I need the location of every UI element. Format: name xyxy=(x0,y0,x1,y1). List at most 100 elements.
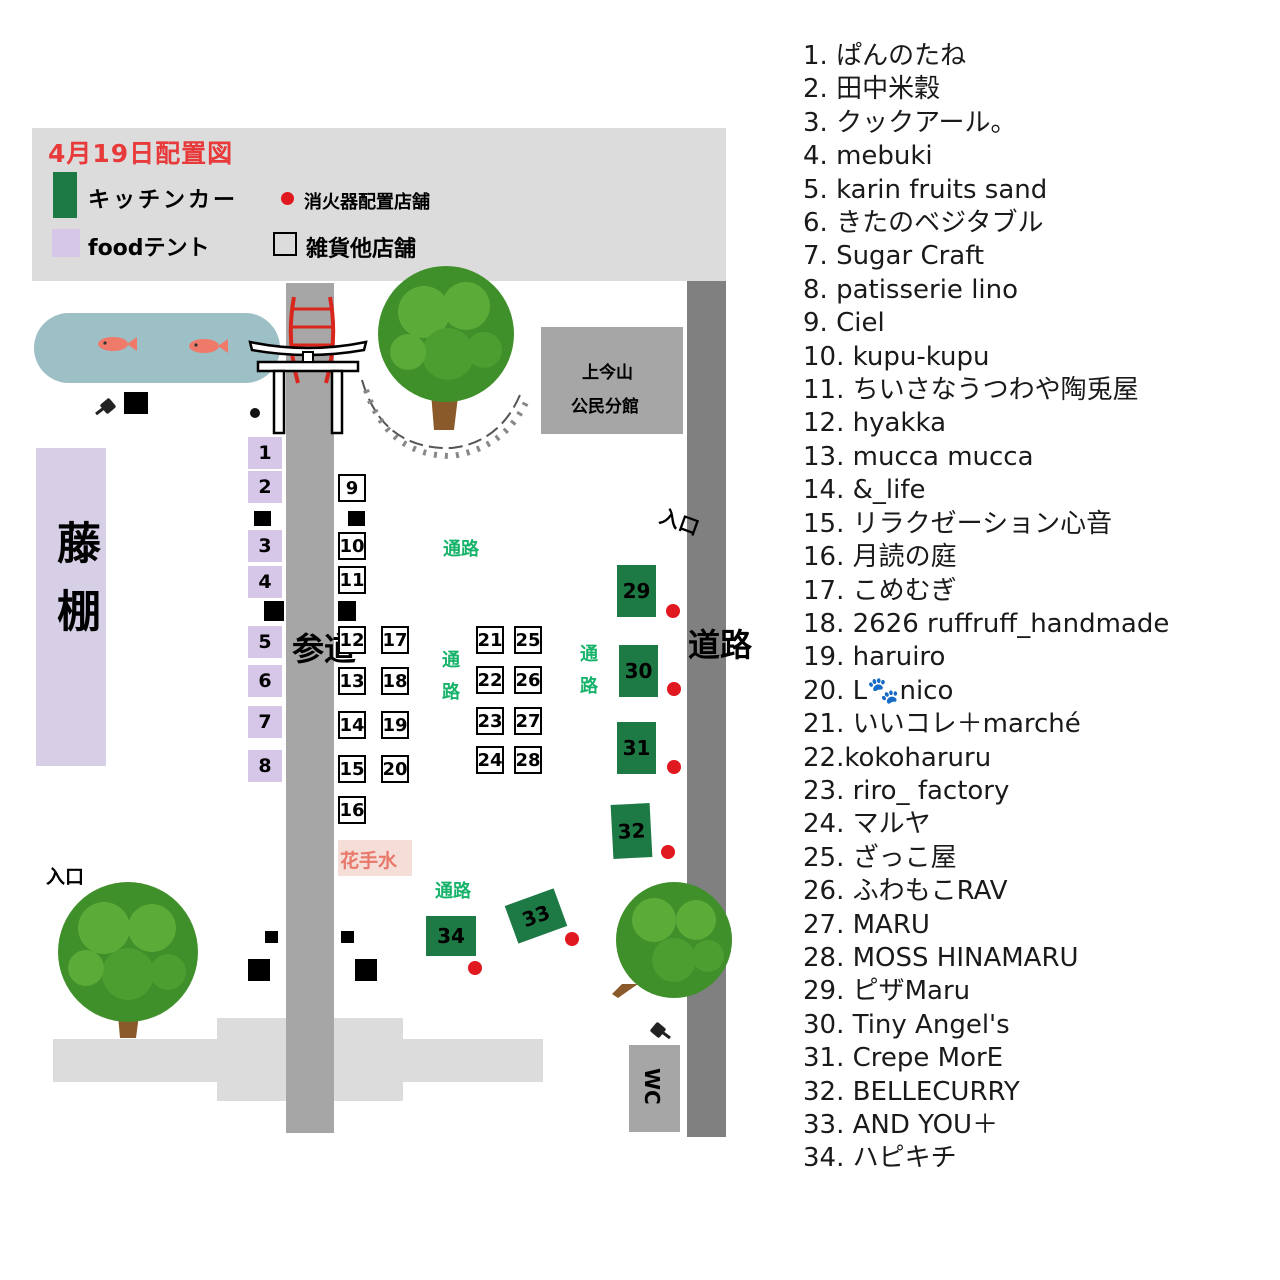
legend-kitchen-car-label: キッチンカー xyxy=(88,188,239,213)
food-tent[interactable]: 4 xyxy=(248,566,282,598)
extinguisher-marker xyxy=(565,932,579,946)
food-tent[interactable]: 1 xyxy=(248,437,282,469)
kitchen-car[interactable]: 32 xyxy=(610,803,653,859)
shop-list-item: 21. いいコレ＋marché xyxy=(803,709,1081,740)
kitchen-car[interactable]: 29 xyxy=(617,565,656,617)
tree-icon xyxy=(612,882,732,998)
food-tent[interactable]: 6 xyxy=(248,665,282,697)
shop-list-item: 23. riro_ factory xyxy=(803,775,1010,806)
shop-list-item: 18. 2626 ruffruff_handmade xyxy=(803,608,1170,639)
temizu-area xyxy=(338,840,412,876)
goods-booth[interactable]: 22 xyxy=(476,666,504,694)
goods-booth[interactable]: 11 xyxy=(338,566,366,594)
goods-booth[interactable]: 27 xyxy=(514,707,542,735)
shop-list: 1. ぱんのたね 2. 田中米穀 3. クックアール。 4. mebuki 5.… xyxy=(803,40,1169,1176)
fence xyxy=(361,379,531,460)
sando-road-lower xyxy=(286,1018,334,1132)
shop-list-item: 11. ちいさなうつわや陶兎屋 xyxy=(803,375,1139,406)
food-tent[interactable]: 8 xyxy=(248,750,282,782)
wc-label: WC xyxy=(640,1068,664,1105)
tree-icon xyxy=(58,882,198,1038)
douro-label: 道路 xyxy=(688,626,753,664)
shop-list-item: 3. クックアール。 xyxy=(803,107,1017,138)
extinguisher-marker xyxy=(661,845,675,859)
shop-list-item: 34. ハピキチ xyxy=(803,1143,957,1174)
entrance-label-left: 入口 xyxy=(46,866,85,888)
map-header xyxy=(32,128,726,281)
food-tent[interactable]: 7 xyxy=(248,706,282,738)
community-hall-name-1: 上今山 xyxy=(582,363,633,383)
shop-list-item: 12. hyakka xyxy=(803,408,946,439)
goods-booth[interactable]: 17 xyxy=(381,626,409,654)
goods-booth[interactable]: 10 xyxy=(338,532,366,560)
shop-list-item: 26. ふわもこRAV xyxy=(803,876,1008,907)
goods-booth[interactable]: 24 xyxy=(476,746,504,774)
kitchen-car[interactable]: 31 xyxy=(617,722,656,774)
goods-booth[interactable]: 18 xyxy=(381,667,409,695)
small-black-square xyxy=(124,392,148,414)
temizu-label: 花手水 xyxy=(340,850,398,872)
goods-booth[interactable]: 20 xyxy=(381,755,409,783)
fish-icon xyxy=(189,339,228,353)
shop-list-item: 6. きたのベジタブル xyxy=(803,208,1044,239)
shop-list-item: 25. ざっこ屋 xyxy=(803,842,957,873)
kitchen-car[interactable]: 30 xyxy=(619,645,658,697)
plug-icon xyxy=(95,398,116,416)
shop-list-item: 8. patisserie lino xyxy=(803,274,1019,305)
map-title: 4月19日配置図 xyxy=(48,139,234,168)
fish-icon xyxy=(98,337,137,351)
shop-list-item: 20. L🐾nico xyxy=(803,675,954,706)
extinguisher-marker xyxy=(667,682,681,696)
shop-list-item: 27. MARU xyxy=(803,909,930,940)
goods-booth[interactable]: 21 xyxy=(476,626,504,654)
small-black-square xyxy=(264,601,284,621)
shop-list-item: 33. AND YOU＋ xyxy=(803,1110,999,1140)
food-tent[interactable]: 2 xyxy=(248,471,282,503)
goods-booth[interactable]: 28 xyxy=(514,746,542,774)
goods-booth[interactable]: 26 xyxy=(514,666,542,694)
shop-list-item: 28. MOSS HINAMARU xyxy=(803,942,1079,973)
shop-list-item: 4. mebuki xyxy=(803,141,933,172)
extinguisher-marker xyxy=(666,604,680,618)
legend-kitchen-car-swatch xyxy=(53,172,77,218)
goods-booth[interactable]: 25 xyxy=(514,626,542,654)
legend-extinguisher-label: 消火器配置店舗 xyxy=(304,192,430,213)
tree-icon xyxy=(378,266,514,430)
legend-goods-swatch xyxy=(273,232,297,256)
shop-list-item: 9. Ciel xyxy=(803,308,885,339)
legend-food-tent-label: foodテント xyxy=(88,236,210,261)
shop-list-item: 29. ピザMaru xyxy=(803,976,971,1007)
kitchen-car[interactable]: 33 xyxy=(504,888,568,944)
torii-gate-icon xyxy=(248,340,368,435)
community-hall-name-2: 公民分館 xyxy=(571,397,639,417)
goods-booth[interactable]: 19 xyxy=(381,711,409,739)
path-label-bottom: 通路 xyxy=(435,881,471,902)
food-tent[interactable]: 3 xyxy=(248,530,282,562)
goods-booth[interactable]: 16 xyxy=(338,796,366,824)
shop-list-item: 2. 田中米穀 xyxy=(803,74,941,105)
venue-map: 4月19日配置図 キッチンカー 消火器配置店舗 foodテント 雑貨他店舗 xyxy=(32,128,753,1137)
shop-list-item: 16. 月読の庭 xyxy=(803,542,957,573)
community-hall xyxy=(541,327,683,434)
small-black-square xyxy=(248,959,270,981)
small-black-square xyxy=(348,511,365,526)
kitchen-car[interactable]: 34 xyxy=(426,916,476,956)
shop-list-item: 19. haruiro xyxy=(803,642,946,673)
extinguisher-marker xyxy=(667,760,681,774)
small-black-square xyxy=(338,601,356,621)
food-tent[interactable]: 5 xyxy=(248,626,282,658)
goods-booth[interactable]: 13 xyxy=(338,667,366,695)
plug-icon xyxy=(650,1022,671,1040)
goods-booth[interactable]: 9 xyxy=(338,474,366,502)
goods-booth[interactable]: 14 xyxy=(338,711,366,739)
goods-booth[interactable]: 15 xyxy=(338,755,366,783)
legend-food-tent-swatch xyxy=(52,229,80,257)
sando-road xyxy=(286,283,334,1133)
goods-booth[interactable]: 12 xyxy=(338,626,366,654)
fujidana-area xyxy=(36,448,106,766)
fujidana-label: 藤棚 xyxy=(49,520,100,656)
shop-list-item: 7. Sugar Craft xyxy=(803,241,985,272)
shop-list-item: 5. karin fruits sand xyxy=(803,174,1048,205)
goods-booth[interactable]: 23 xyxy=(476,707,504,735)
shop-list-item: 15. リラクゼーション心音 xyxy=(803,508,1113,539)
